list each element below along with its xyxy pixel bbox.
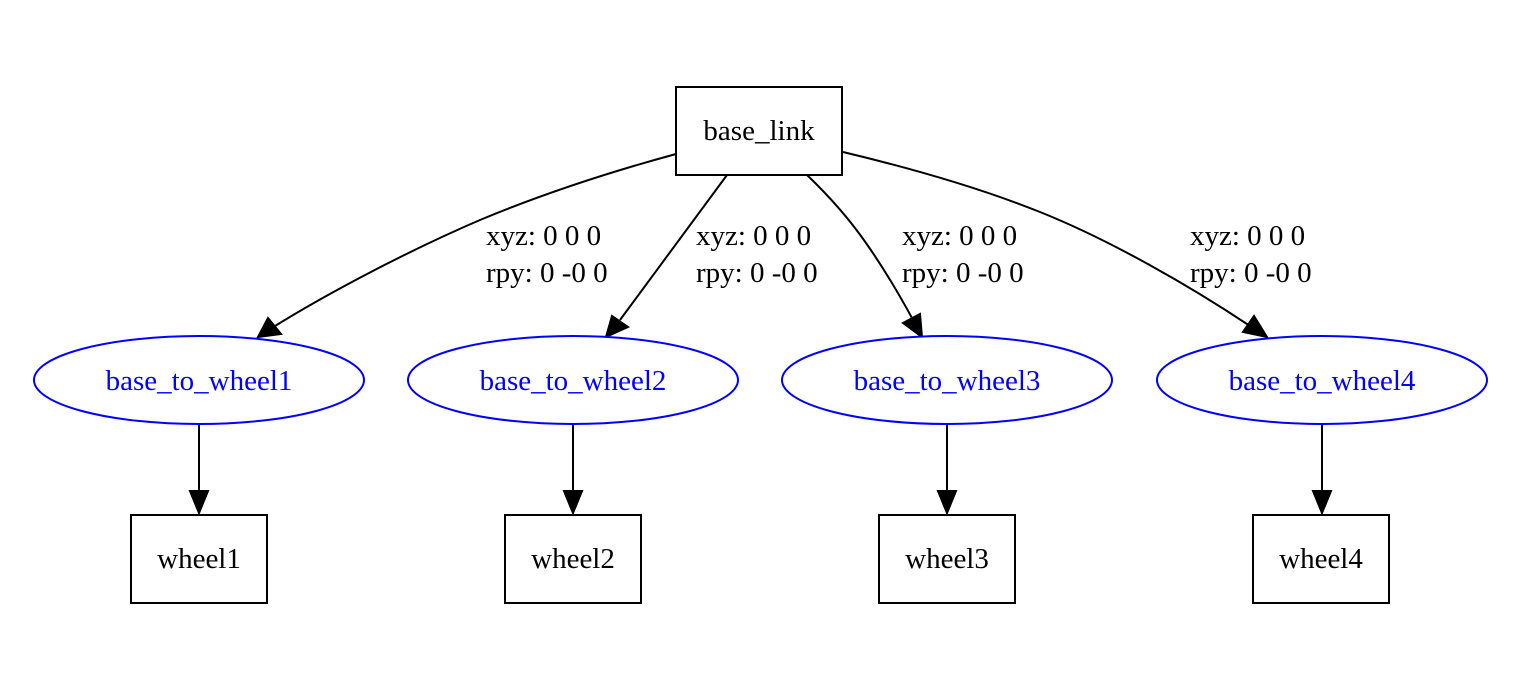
edge-root-joint4-arrowhead (1241, 314, 1270, 339)
edge-joint4-wheel4-arrowhead (1311, 490, 1333, 516)
edge-root-joint3 (806, 174, 913, 319)
link-box-wheel3 (878, 514, 1016, 604)
link-label-wheel4: wheel4 (1279, 543, 1363, 575)
joint-label-4: base_to_wheel4 (1229, 365, 1416, 397)
edge-label-joint2-xyz: xyz: 0 0 0 (696, 220, 811, 252)
edge-root-joint2-arrowhead (604, 314, 631, 339)
link-node-wheel4: wheel4 (1252, 514, 1390, 604)
link-node-root: base_link (675, 86, 843, 176)
edge-root-joint1-arrowhead (256, 316, 283, 339)
edge-label-joint4-rpy: rpy: 0 -0 0 (1190, 257, 1312, 289)
link-box-wheel4 (1252, 514, 1390, 604)
joint-label-3: base_to_wheel3 (854, 365, 1041, 397)
joint-node-2: base_to_wheel2 (407, 335, 739, 425)
edge-joint3-wheel3-arrowhead (936, 490, 958, 516)
edge-joint2-wheel2-arrowhead (562, 490, 584, 516)
edge-label-joint4-xyz: xyz: 0 0 0 (1190, 220, 1305, 252)
joint-node-1: base_to_wheel1 (33, 335, 365, 425)
edge-root-joint3-arrowhead (901, 312, 924, 340)
joint-node-3: base_to_wheel3 (781, 335, 1113, 425)
link-label-root: base_link (703, 115, 815, 147)
link-node-wheel3: wheel3 (878, 514, 1016, 604)
link-node-wheel1: wheel1 (130, 514, 268, 604)
edge-root-joint1 (274, 153, 677, 327)
joint-label-1: base_to_wheel1 (106, 365, 293, 397)
edge-root-joint4 (842, 151, 1251, 327)
wheel-nodes: wheel1 wheel2 wheel3 wheel4 (130, 514, 1390, 604)
joint-ellipse-2 (407, 335, 739, 425)
edge-label-joint3-rpy: rpy: 0 -0 0 (902, 257, 1024, 289)
edge-label-joint3-xyz: xyz: 0 0 0 (902, 220, 1017, 252)
link-label-wheel2: wheel2 (531, 543, 615, 575)
joint-ellipse-4 (1156, 335, 1488, 425)
edge-label-joint2-rpy: rpy: 0 -0 0 (696, 257, 818, 289)
edge-root-joint2 (619, 174, 728, 321)
edge-label-joint1-xyz: xyz: 0 0 0 (486, 220, 601, 252)
joint-nodes: base_to_wheel1 base_to_wheel2 base_to_wh… (33, 335, 1488, 425)
edge-joint1-wheel1-arrowhead (188, 490, 210, 516)
link-label-wheel1: wheel1 (157, 543, 241, 575)
joint-node-4: base_to_wheel4 (1156, 335, 1488, 425)
edges-root-to-joints (256, 151, 1270, 340)
joint-ellipse-3 (781, 335, 1113, 425)
link-box-root (675, 86, 843, 176)
link-node-wheel2: wheel2 (504, 514, 642, 604)
edges-joints-to-wheels (188, 425, 1333, 516)
joint-ellipse-1 (33, 335, 365, 425)
link-box-wheel2 (504, 514, 642, 604)
edge-label-joint1-rpy: rpy: 0 -0 0 (486, 257, 608, 289)
joint-label-2: base_to_wheel2 (480, 365, 667, 397)
edge-labels: xyz: 0 0 0 rpy: 0 -0 0 xyz: 0 0 0 rpy: 0… (486, 220, 1312, 289)
link-label-wheel3: wheel3 (905, 543, 989, 575)
link-box-wheel1 (130, 514, 268, 604)
